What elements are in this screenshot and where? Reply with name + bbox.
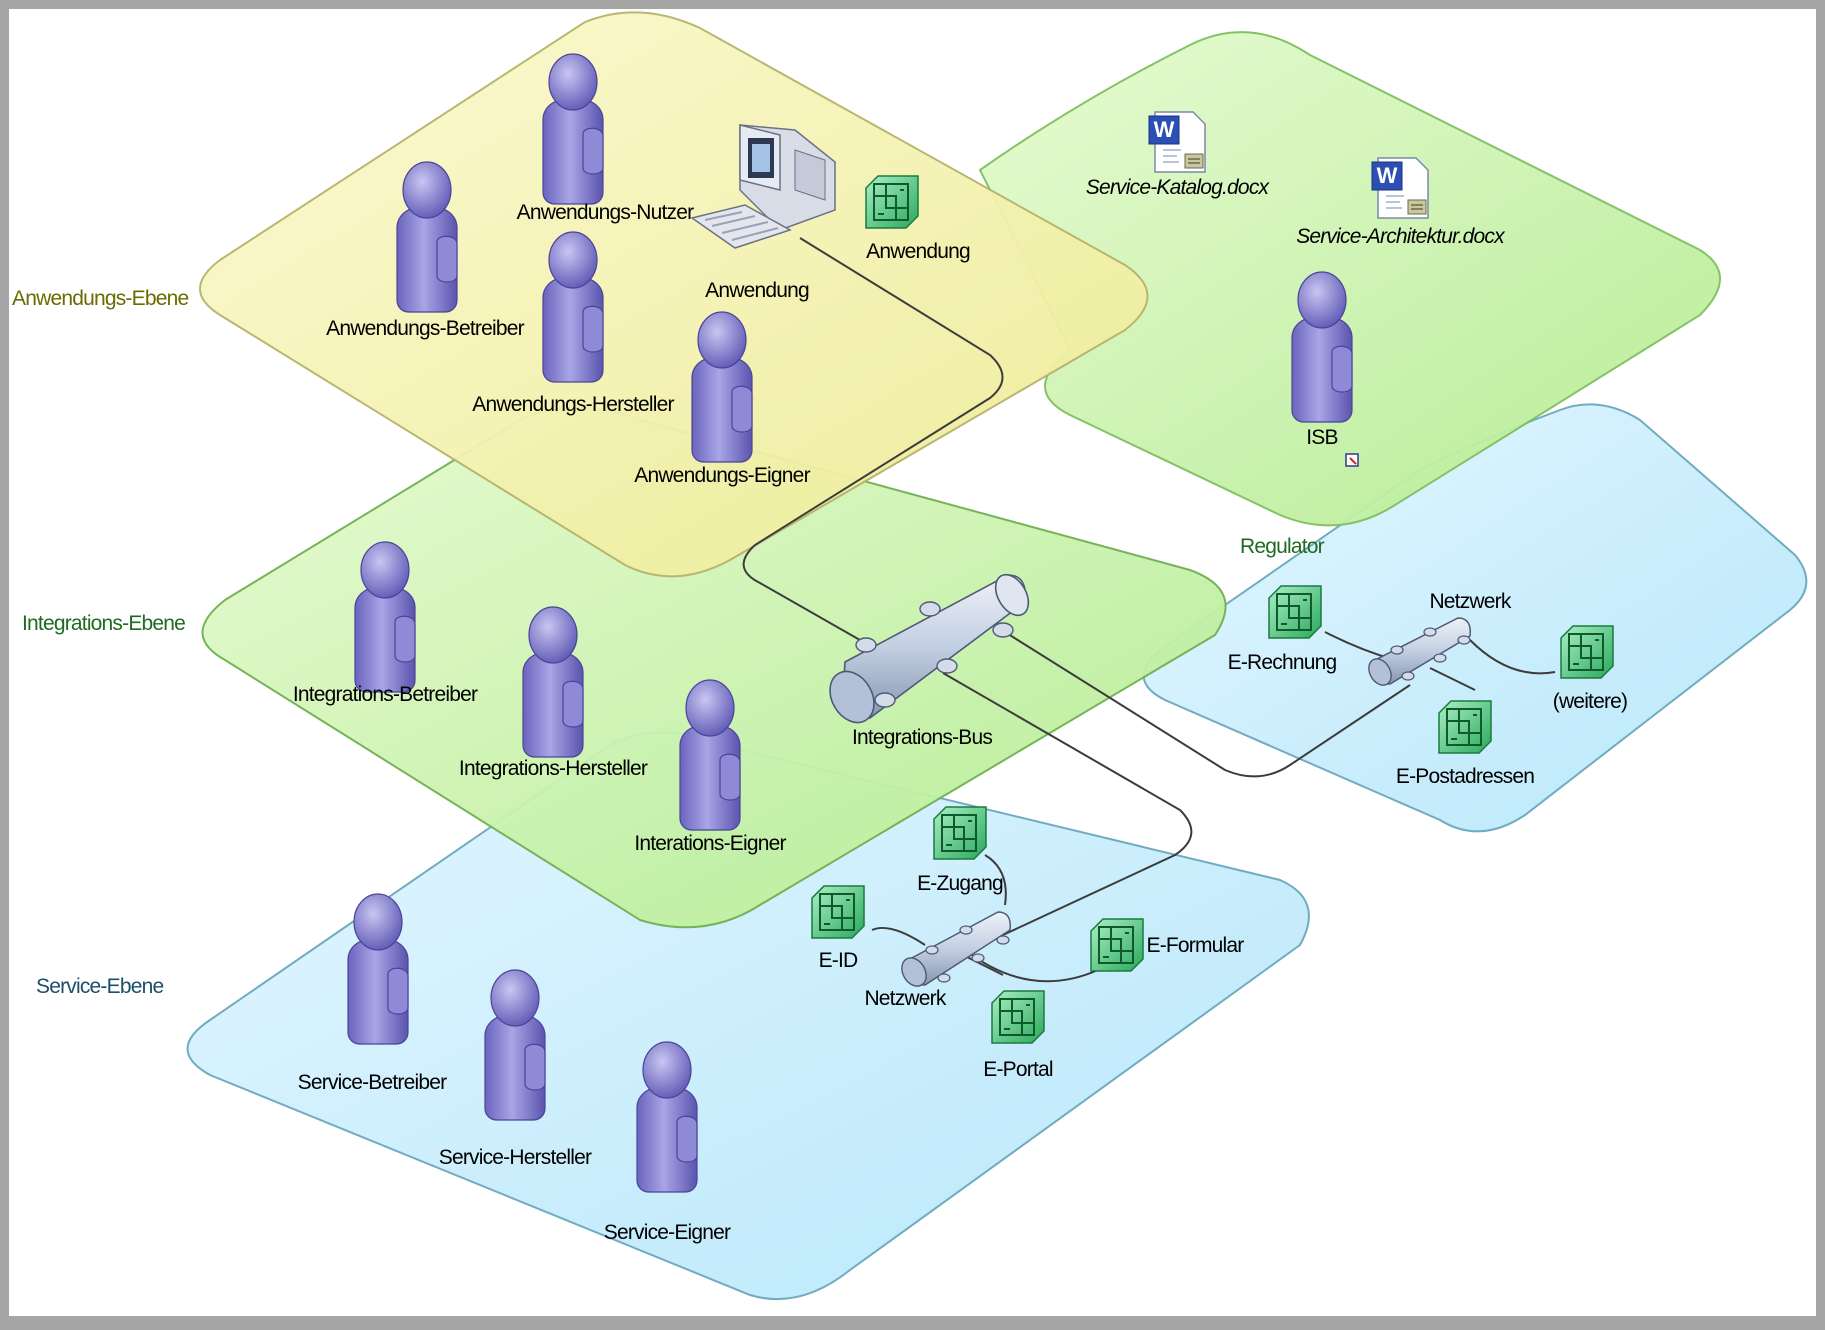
word-document-icon-service-katalog: [1148, 111, 1206, 173]
component-icon-e-formular: [1090, 918, 1144, 972]
connector-zugang-netz: [984, 854, 1007, 906]
component-icon-weitere: [1560, 625, 1614, 679]
person-icon-interations-eigner: [679, 679, 741, 831]
label-integrations-bus: Integrations-Bus: [852, 726, 992, 749]
label-service-katalog: Service-Katalog.docx: [1086, 176, 1271, 199]
application-layer: [199, 11, 1149, 578]
connector-netz-postadressen: [1429, 667, 1476, 691]
label-e-rechnung: E-Rechnung: [1228, 651, 1337, 674]
label-isb: ISB: [1306, 426, 1337, 449]
person-icon-anwendungs-hersteller: [542, 231, 604, 383]
component-icon-e-postadressen: [1438, 700, 1492, 754]
component-icon-e-rechnung: [1268, 585, 1322, 639]
label-service-architektur: Service-Architektur.docx: [1296, 225, 1506, 248]
label-e-portal: E-Portal: [983, 1058, 1053, 1081]
connector-bus-regulator: [1004, 631, 1411, 778]
label-service-eigner: Service-Eigner: [604, 1221, 731, 1244]
label-weitere: (weitere): [1553, 690, 1627, 713]
person-icon-service-betreiber: [347, 893, 409, 1045]
label-integrations-hersteller: Integrations-Hersteller: [459, 757, 648, 780]
label-e-zugang: E-Zugang: [917, 872, 1003, 895]
computer-icon: [690, 124, 836, 249]
label-e-formular: E-Formular: [1146, 934, 1244, 957]
label-e-id: E-ID: [819, 949, 858, 972]
connector-application-bus: [742, 237, 1004, 661]
label-anwendungs-betreiber: Anwendungs-Betreiber: [326, 317, 524, 340]
person-icon-anwendungs-betreiber: [396, 161, 458, 313]
person-icon-anwendungs-nutzer: [542, 53, 604, 205]
layer-label-regulator: Regulator: [1240, 535, 1325, 558]
bus-icon-netzwerk-regulator: [1368, 617, 1471, 686]
connector-netz-weitere: [1469, 639, 1556, 675]
person-icon-integrations-betreiber: [354, 541, 416, 693]
component-icon-e-id: [811, 885, 865, 939]
connector-eid-netz: [871, 926, 926, 946]
connector-bus-service: [942, 672, 1193, 936]
selection-handle-icon[interactable]: [1345, 453, 1359, 467]
person-icon-service-eigner: [636, 1041, 698, 1193]
layer-label-integration: Integrations-Ebene: [22, 612, 185, 635]
bus-icon-netzwerk-service: [901, 911, 1011, 987]
label-netzwerk-service: Netzwerk: [864, 987, 946, 1010]
layer-label-application: Anwendungs-Ebene: [12, 287, 188, 310]
label-anwendungs-nutzer: Anwendungs-Nutzer: [517, 201, 694, 224]
component-icon-e-portal: [991, 990, 1045, 1044]
person-icon-integrations-hersteller: [522, 606, 584, 758]
connector-netz-portal: [962, 954, 1004, 976]
label-anwendungs-hersteller: Anwendungs-Hersteller: [472, 393, 674, 416]
label-interations-eigner: Interations-Eigner: [634, 832, 786, 855]
label-anwendungs-eigner: Anwendungs-Eigner: [634, 464, 810, 487]
component-icon-anwendung: [865, 175, 919, 229]
label-netzwerk-regulator: Netzwerk: [1429, 590, 1511, 613]
layer-label-service: Service-Ebene: [36, 975, 163, 998]
label-e-postadressen: E-Postadressen: [1396, 765, 1534, 788]
person-icon-anwendungs-eigner: [691, 311, 753, 463]
person-icon-service-hersteller: [484, 969, 546, 1121]
bus-icon-integrations: [829, 573, 1030, 724]
label-service-hersteller: Service-Hersteller: [439, 1146, 592, 1169]
label-integrations-betreiber: Integrations-Betreiber: [293, 683, 478, 706]
label-service-betreiber: Service-Betreiber: [298, 1071, 447, 1094]
word-document-icon-service-architektur: [1371, 157, 1429, 219]
component-icon-e-zugang: [933, 806, 987, 860]
label-anwendung-module: Anwendung: [866, 240, 970, 263]
person-icon-isb: [1291, 271, 1353, 423]
label-anwendung-computer: Anwendung: [705, 279, 809, 302]
